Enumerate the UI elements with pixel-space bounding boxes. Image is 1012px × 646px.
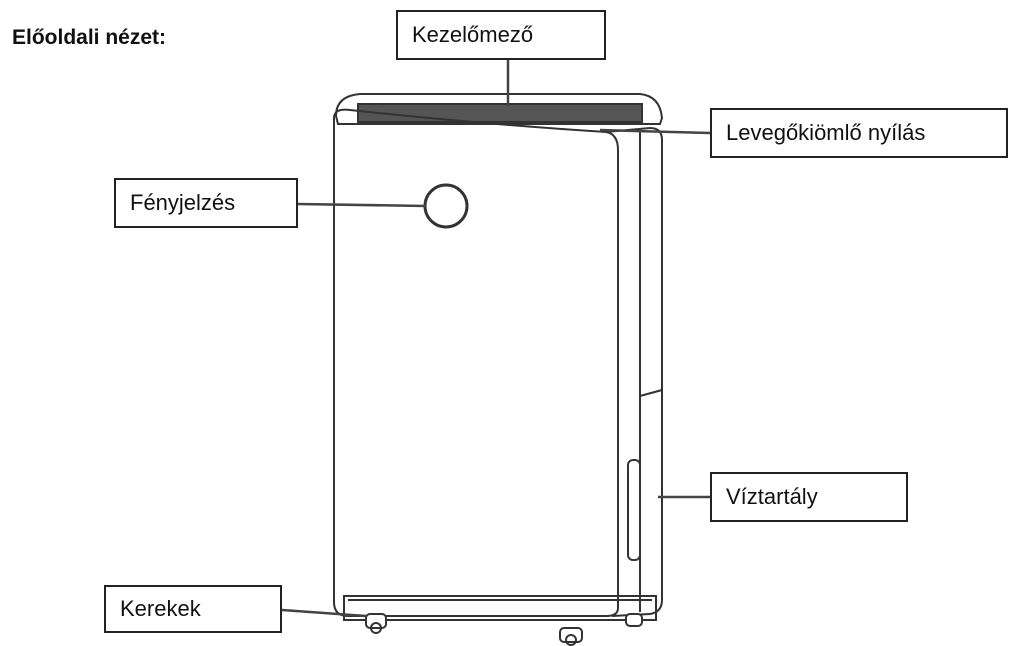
- air-outlet-grille: [357, 103, 643, 123]
- label-air-outlet: Levegőkiömlő nyílás: [710, 108, 1008, 158]
- leader-wheels: [281, 608, 367, 618]
- label-air-outlet-text: Levegőkiömlő nyílás: [726, 120, 926, 145]
- label-control-panel-text: Kezelőmező: [412, 22, 534, 47]
- label-wheels: Kerekek: [104, 585, 282, 633]
- light-indicator-ring: [423, 183, 469, 229]
- side-panel: [605, 126, 663, 617]
- leader-light-indicator: [297, 202, 427, 208]
- wheel: [365, 613, 387, 629]
- label-control-panel: Kezelőmező: [396, 10, 606, 60]
- diagram-title: Előoldali nézet:: [12, 26, 167, 49]
- water-tank-window: [627, 459, 641, 561]
- label-light-indicator: Fényjelzés: [114, 178, 298, 228]
- label-water-tank-text: Víztartály: [726, 484, 818, 509]
- top-rim: [334, 93, 664, 125]
- leader-air-outlet: [599, 128, 711, 135]
- label-wheels-text: Kerekek: [120, 596, 201, 621]
- front-panel: [333, 108, 619, 617]
- label-water-tank: Víztartály: [710, 472, 908, 522]
- base: [343, 595, 657, 621]
- label-light-indicator-text: Fényjelzés: [130, 190, 236, 215]
- wheel: [625, 613, 643, 627]
